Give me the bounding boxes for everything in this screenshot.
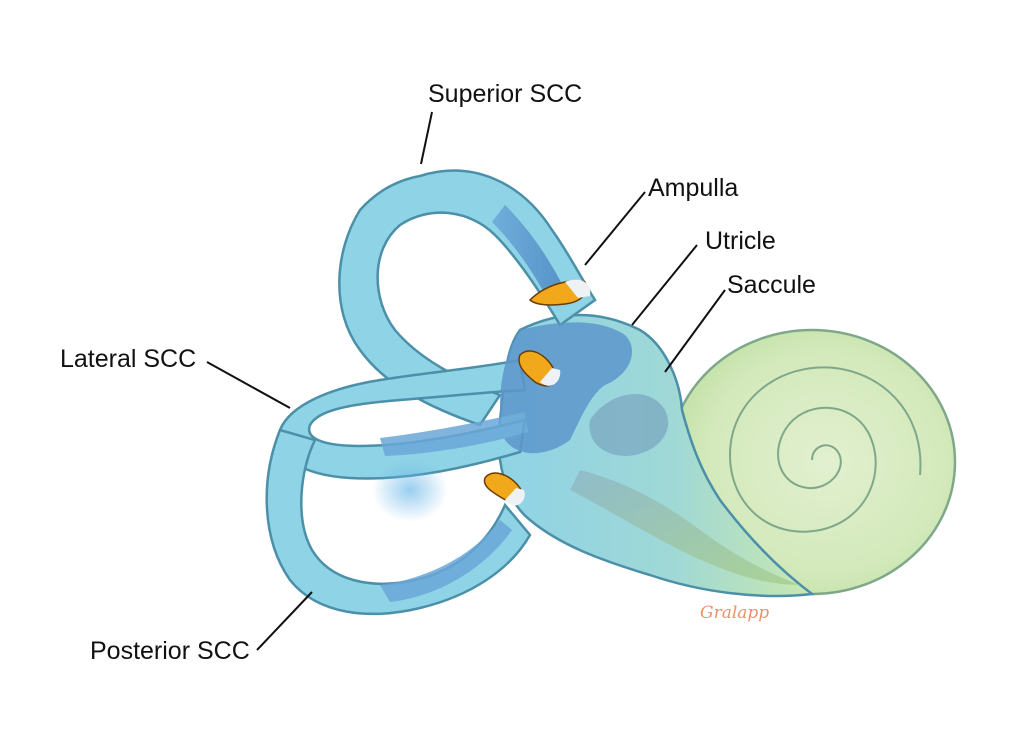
- crista-superior: [528, 279, 591, 306]
- label-saccule: Saccule: [727, 271, 816, 299]
- label-posterior-scc: Posterior SCC: [90, 637, 250, 665]
- membranous-labyrinth: [372, 205, 800, 602]
- label-lateral-scc: Lateral SCC: [60, 345, 196, 373]
- crista-lateral: [518, 350, 561, 387]
- label-superior-scc: Superior SCC: [428, 80, 582, 108]
- lateral-scc-canal: [277, 358, 527, 480]
- leader-superior-scc: [420, 111, 433, 165]
- leader-utricle: [631, 244, 698, 326]
- crista-posterior: [483, 472, 525, 506]
- superior-scc-canal: [338, 169, 597, 427]
- leader-posterior-scc: [256, 591, 313, 651]
- artist-signature: Gralapp: [700, 603, 769, 623]
- leader-saccule: [664, 289, 726, 373]
- label-ampulla: Ampulla: [648, 174, 738, 202]
- cochlea-spiral: [728, 366, 922, 533]
- leader-ampulla: [584, 191, 646, 266]
- label-utricle: Utricle: [705, 227, 776, 255]
- leader-lateral-scc: [206, 361, 291, 409]
